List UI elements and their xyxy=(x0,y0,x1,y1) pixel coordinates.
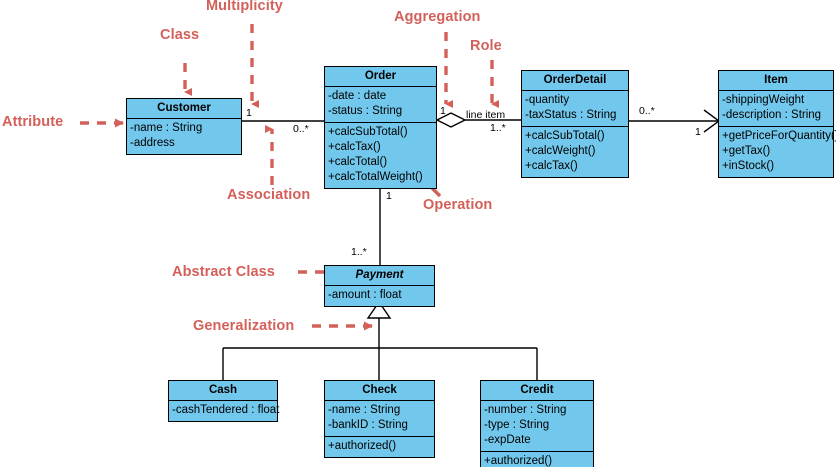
class-name-cash: Cash xyxy=(208,384,238,396)
multiplicity-orderdetail-item-source: 0..* xyxy=(639,105,655,117)
annotation-attribute: Attribute xyxy=(2,114,64,130)
open-arrowhead-item xyxy=(703,109,721,133)
attribute-row: -description : String xyxy=(722,109,822,121)
operation-row: +calcTotalWeight() xyxy=(328,171,423,183)
attribute-row: -taxStatus : String xyxy=(525,109,617,121)
class-box-credit[interactable]: Credit -number : String -type : String -… xyxy=(480,380,594,467)
attributes-compartment-item: -shippingWeight -description : String xyxy=(719,90,833,126)
attributes-compartment-cash: -cashTendered : float xyxy=(169,400,280,421)
class-name-payment: Payment xyxy=(355,269,404,281)
operation-row: +calcWeight() xyxy=(525,145,596,157)
multiplicity-orderdetail-item-target: 1 xyxy=(695,126,701,138)
attribute-row: -quantity xyxy=(525,94,570,106)
class-name-item: Item xyxy=(764,74,788,86)
class-box-check[interactable]: Check -name : String -bankID : String +a… xyxy=(324,380,435,458)
attributes-compartment-payment: -amount : float xyxy=(325,285,434,306)
class-name-order: Order xyxy=(364,70,397,82)
operation-row: +inStock() xyxy=(722,160,775,172)
operations-compartment-order: +calcSubTotal() +calcTax() +calcTotal() … xyxy=(325,122,436,188)
operation-row: +calcTax() xyxy=(525,160,578,172)
attribute-row: -address xyxy=(130,137,175,149)
attributes-compartment-order: -date : date -status : String xyxy=(325,86,436,122)
class-box-cash[interactable]: Cash -cashTendered : float xyxy=(168,380,280,422)
operations-compartment-check: +authorized() xyxy=(325,436,434,457)
multiplicity-order-aggregation-end: 1 xyxy=(440,105,446,117)
annotation-class: Class xyxy=(160,27,200,43)
attribute-row: -cashTendered : float xyxy=(172,404,280,416)
multiplicity-orderdetail-end: 1..* xyxy=(490,122,506,134)
annotation-role: Role xyxy=(470,38,502,54)
class-name-orderdetail: OrderDetail xyxy=(543,74,607,86)
operation-row: +authorized() xyxy=(484,455,553,467)
attribute-row: -type : String xyxy=(484,419,550,431)
annotation-operation: Operation xyxy=(423,197,493,213)
operation-row: +calcTotal() xyxy=(328,156,388,168)
attributes-compartment-customer: -name : String -address xyxy=(127,118,241,154)
operation-row: +authorized() xyxy=(328,440,397,452)
operations-compartment-orderdetail: +calcSubTotal() +calcWeight() +calcTax() xyxy=(522,126,628,177)
annotation-abstract-class: Abstract Class xyxy=(172,264,275,280)
attribute-row: -bankID : String xyxy=(328,419,408,431)
multiplicity-customer-end: 1 xyxy=(246,107,252,119)
attribute-row: -expDate xyxy=(484,434,531,446)
annotation-multiplicity: Multiplicity xyxy=(206,0,283,14)
attribute-row: -status : String xyxy=(328,105,403,117)
annotation-association: Association xyxy=(227,187,311,203)
annotation-generalization: Generalization xyxy=(193,318,295,334)
attributes-compartment-orderdetail: -quantity -taxStatus : String xyxy=(522,90,628,126)
attribute-row: -amount : float xyxy=(328,289,402,301)
class-box-orderdetail[interactable]: OrderDetail -quantity -taxStatus : Strin… xyxy=(521,70,629,178)
attribute-row: -shippingWeight xyxy=(722,94,805,106)
role-label-line-item: line item xyxy=(466,109,506,121)
operation-row: +calcSubTotal() xyxy=(525,130,605,142)
operation-row: +getTax() xyxy=(722,145,771,157)
class-box-order[interactable]: Order -date : date -status : String +cal… xyxy=(324,66,437,189)
attribute-row: -date : date xyxy=(328,90,387,102)
attribute-row: -number : String xyxy=(484,404,567,416)
multiplicity-order-payment-target: 1..* xyxy=(351,246,367,258)
attribute-row: -name : String xyxy=(130,122,203,134)
attributes-compartment-credit: -number : String -type : String -expDate xyxy=(481,400,593,451)
operation-row: +getPriceForQuantity() xyxy=(722,130,836,142)
annotation-aggregation: Aggregation xyxy=(394,9,481,25)
operations-compartment-item: +getPriceForQuantity() +getTax() +inStoc… xyxy=(719,126,836,177)
class-name-check: Check xyxy=(362,384,397,396)
class-name-credit: Credit xyxy=(520,384,554,396)
attribute-row: -name : String xyxy=(328,404,401,416)
multiplicity-order-end: 0..* xyxy=(293,123,309,135)
multiplicity-order-payment-source: 1 xyxy=(386,190,392,202)
class-box-customer[interactable]: Customer -name : String -address xyxy=(126,98,242,155)
class-name-customer: Customer xyxy=(157,102,211,114)
class-box-item[interactable]: Item -shippingWeight -description : Stri… xyxy=(718,70,836,178)
operations-compartment-credit: +authorized() xyxy=(481,451,593,467)
operation-row: +calcTax() xyxy=(328,141,381,153)
operation-row: +calcSubTotal() xyxy=(328,126,408,138)
class-box-payment[interactable]: Payment -amount : float xyxy=(324,265,435,307)
attributes-compartment-check: -name : String -bankID : String xyxy=(325,400,434,436)
